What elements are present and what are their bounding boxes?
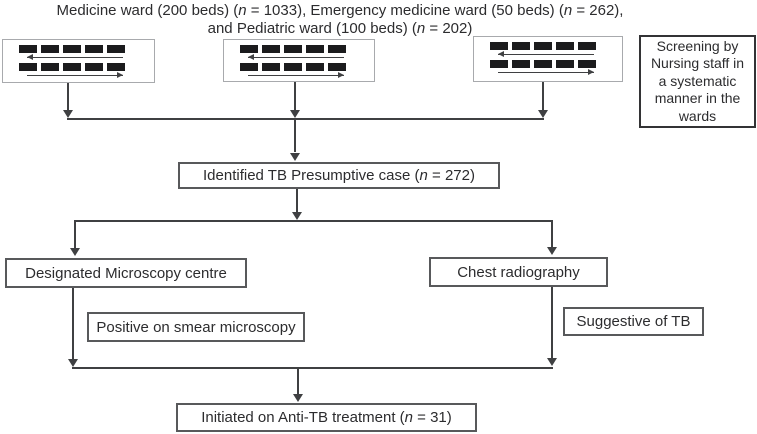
arrow-down-icon bbox=[538, 110, 548, 118]
gather-line-top bbox=[67, 118, 544, 120]
bed-icon bbox=[512, 42, 530, 50]
bed-row bbox=[490, 42, 596, 50]
node-identified-label: Identified TB Presumptive case (n = 272) bbox=[203, 167, 475, 184]
bed-icon bbox=[240, 63, 258, 71]
node-chest-radiography: Chest radiography bbox=[429, 257, 608, 287]
bed-icon bbox=[41, 45, 59, 53]
arrow-down-icon bbox=[63, 110, 73, 118]
bed-icon bbox=[63, 45, 81, 53]
arrow-down-icon bbox=[547, 358, 557, 366]
figure-title-line2: and Pediatric ward (100 beds) (n = 202) bbox=[207, 20, 473, 37]
screening-path-arrow-right-icon bbox=[27, 72, 123, 78]
node-microscopy-centre: Designated Microscopy centre bbox=[5, 258, 247, 288]
screening-note-line: Nursing staff in bbox=[650, 55, 745, 72]
bed-icon bbox=[490, 42, 508, 50]
screening-path-arrow-right-icon bbox=[498, 69, 594, 75]
bed-icon bbox=[63, 63, 81, 71]
screening-note-line: a systematic bbox=[658, 72, 737, 89]
bed-icon bbox=[306, 45, 324, 53]
bed-icon bbox=[490, 60, 508, 68]
bed-row bbox=[240, 45, 346, 53]
bed-icon bbox=[512, 60, 530, 68]
screening-note-line: wards bbox=[678, 107, 717, 124]
node-anti-tb-treatment-label: Initiated on Anti-TB treatment (n = 31) bbox=[201, 409, 452, 426]
screening-path-arrow-left-icon bbox=[27, 54, 123, 60]
connector-ward1-line bbox=[67, 83, 69, 111]
arrow-down-icon bbox=[293, 394, 303, 402]
bed-row bbox=[240, 63, 346, 71]
gather-line-bottom bbox=[72, 367, 553, 369]
arrow-down-icon bbox=[292, 212, 302, 220]
bed-row bbox=[19, 63, 125, 71]
arrow-down-icon bbox=[68, 359, 78, 367]
node-identified-tb-presumptive: Identified TB Presumptive case (n = 272) bbox=[178, 162, 500, 189]
bed-icon bbox=[262, 63, 280, 71]
bed-icon bbox=[107, 45, 125, 53]
bed-icon bbox=[328, 45, 346, 53]
connector-ward3-line bbox=[542, 82, 544, 111]
spine-line-1 bbox=[294, 118, 296, 152]
bed-icon bbox=[556, 60, 574, 68]
bed-icon bbox=[19, 63, 37, 71]
bed-icon bbox=[556, 42, 574, 50]
screening-note-box: Screening by Nursing staff in a systemat… bbox=[639, 35, 756, 128]
bed-icon bbox=[41, 63, 59, 71]
arrow-down-icon bbox=[70, 248, 80, 256]
spine-line-2 bbox=[296, 189, 298, 214]
spine-line-3 bbox=[297, 367, 299, 395]
bed-icon bbox=[306, 63, 324, 71]
node-smear-positive-label: Positive on smear microscopy bbox=[96, 318, 296, 336]
bed-icon bbox=[85, 45, 103, 53]
node-suggestive-tb-label: Suggestive of TB bbox=[576, 313, 691, 330]
screening-path-arrow-right-icon bbox=[248, 72, 344, 78]
arrow-down-icon bbox=[290, 110, 300, 118]
node-microscopy-centre-label: Designated Microscopy centre bbox=[25, 264, 227, 282]
bed-icon bbox=[578, 60, 596, 68]
bed-icon bbox=[534, 42, 552, 50]
branch-left-long-line bbox=[72, 288, 74, 360]
bed-icon bbox=[578, 42, 596, 50]
node-chest-radiography-label: Chest radiography bbox=[457, 263, 580, 281]
bed-icon bbox=[262, 45, 280, 53]
split-line bbox=[74, 220, 553, 222]
node-anti-tb-treatment: Initiated on Anti-TB treatment (n = 31) bbox=[176, 403, 477, 432]
screening-path-arrow-left-icon bbox=[248, 54, 344, 60]
bed-icon bbox=[19, 45, 37, 53]
figure-title-line1: Medicine ward (200 beds) (n = 1033), Eme… bbox=[56, 2, 624, 19]
bed-icon bbox=[328, 63, 346, 71]
bed-icon bbox=[284, 45, 302, 53]
node-smear-positive: Positive on smear microscopy bbox=[87, 312, 305, 342]
arrow-down-icon bbox=[547, 247, 557, 255]
bed-icon bbox=[107, 63, 125, 71]
emergency-ward-bedmap bbox=[223, 39, 375, 82]
branch-right-drop bbox=[551, 220, 553, 247]
pediatric-ward-bedmap bbox=[473, 36, 623, 82]
node-suggestive-tb: Suggestive of TB bbox=[563, 307, 704, 336]
bed-icon bbox=[240, 45, 258, 53]
branch-left-drop bbox=[74, 220, 76, 248]
bed-row bbox=[19, 45, 125, 53]
bed-icon bbox=[534, 60, 552, 68]
bed-icon bbox=[85, 63, 103, 71]
screening-note-line: Screening by bbox=[656, 37, 739, 54]
bed-row bbox=[490, 60, 596, 68]
bed-icon bbox=[284, 63, 302, 71]
figure-title: Medicine ward (200 beds) (n = 1033), Eme… bbox=[10, 2, 670, 38]
arrow-down-icon bbox=[290, 153, 300, 161]
medicine-ward-bedmap bbox=[2, 39, 155, 83]
screening-note-line: manner in the bbox=[654, 90, 741, 107]
connector-ward2-line bbox=[294, 82, 296, 111]
branch-right-long-line bbox=[551, 287, 553, 359]
screening-path-arrow-left-icon bbox=[498, 51, 594, 57]
